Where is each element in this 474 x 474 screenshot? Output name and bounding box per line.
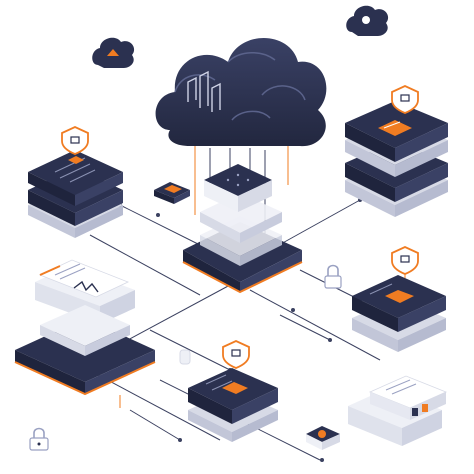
lock-icon (29, 427, 49, 451)
small-cloud-icon (92, 37, 135, 68)
small-node-tile (306, 426, 340, 450)
cloud-icon (155, 38, 327, 147)
small-cloud-icon (346, 5, 389, 36)
server-stack-right-middle (352, 275, 446, 352)
shield-icon (391, 246, 419, 275)
server-stack-center-lower (188, 368, 278, 442)
server-stack-right-upper (345, 101, 448, 217)
network-node-icon (179, 349, 191, 365)
shield-icon (222, 340, 250, 369)
lock-icon (324, 264, 342, 289)
network-node-icon (226, 173, 250, 187)
shield-icon (391, 85, 419, 114)
shield-icon (61, 126, 89, 155)
building-icon (187, 70, 221, 112)
server-badge (154, 182, 190, 204)
server-stack-left-lower (14, 305, 156, 396)
server-stack-left-upper (28, 150, 123, 238)
central-hub (182, 164, 303, 294)
document-boxes (348, 375, 448, 446)
